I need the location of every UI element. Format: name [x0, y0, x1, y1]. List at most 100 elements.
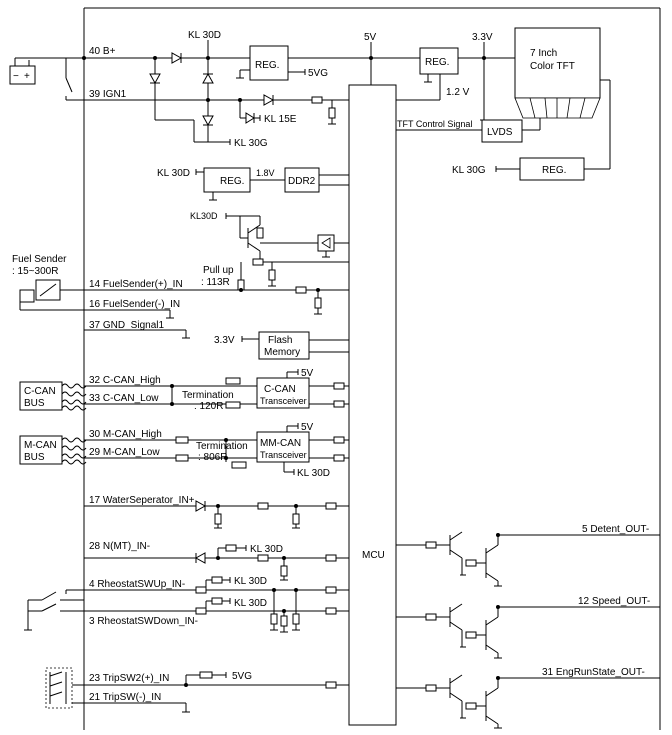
tft-label-2: Color TFT — [530, 61, 575, 72]
1v2-label: 1.2 V — [446, 87, 470, 98]
kl30d-3-label: KL30D — [190, 211, 218, 221]
mcu-label: MCU — [362, 550, 385, 561]
tft-control-label: TFT Control Signal — [397, 119, 472, 129]
trip-switch-icon — [45, 667, 73, 709]
nmt28-label: 28 N(MT)_IN- — [89, 541, 150, 552]
reg1-label: REG. — [255, 60, 279, 71]
ccan-transceiver-block — [256, 377, 310, 409]
kl15e-label: KL 15E — [264, 114, 297, 125]
power-section: − + 40 B+ KL 30D KL 30G — [9, 27, 611, 181]
ddr2-row: KL 30D REG. 1.8V DDR2 — [157, 167, 349, 201]
flash-label-2: Memory — [264, 347, 300, 358]
mcan-bus-label-2: BUS — [24, 452, 45, 463]
5vg-label: 5VG — [308, 68, 328, 79]
lvds-block — [481, 119, 523, 143]
kl30d-r2-label: KL 30D — [234, 598, 267, 609]
gnd-row: 37 GND_Signal1 — [84, 320, 190, 339]
flash-label-1: Flash — [268, 335, 292, 346]
detent-label: 5 Detent_OUT- — [582, 524, 649, 535]
pullup-label-2: : 113R — [201, 277, 230, 288]
mcu-block — [348, 84, 397, 726]
rheo-up-label: 4 RheostatSWUp_IN- — [89, 579, 185, 590]
tft-label-1: 7 Inch — [530, 48, 557, 59]
ccan-bus-block — [19, 381, 63, 411]
flash-memory-block — [258, 331, 310, 360]
ddr2-label: DDR2 — [288, 176, 316, 187]
mcan-transceiver-block — [256, 431, 310, 463]
mcan-section: M-CAN BUS 30 M-CAN_High 29 M-CAN_Low Ter… — [19, 422, 349, 479]
diode-icon — [245, 112, 255, 124]
fs16-label: 16 FuelSender(-)_IN — [89, 299, 180, 310]
diode-icon — [149, 73, 161, 85]
5v-c-label: 5V — [301, 368, 314, 379]
mcan-low-label: 29 M-CAN_Low — [89, 447, 160, 458]
water-row: 17 WaterSeperator_IN+ — [84, 495, 349, 529]
kl30d-2-label: KL 30D — [157, 168, 190, 179]
diode-icon — [202, 115, 214, 127]
pullup-label-1: Pull up — [203, 265, 234, 276]
ign39-label: 39 IGN1 — [89, 89, 127, 100]
fs14-label: 14 FuelSender(+)_IN — [89, 279, 183, 290]
battery-icon — [9, 65, 36, 85]
ccan-bus-label-1: C-CAN — [24, 386, 56, 397]
engrun-label: 31 EngRunState_OUT- — [542, 667, 645, 678]
diode-icon — [194, 552, 206, 564]
ccan-tr-label-1: C-CAN — [264, 384, 296, 395]
5v-label: 5V — [364, 32, 377, 43]
term1-label-2: : 120R — [194, 401, 223, 412]
fuel-sender-label-2: : 15~300R — [12, 266, 58, 277]
ccan-high-label: 32 C-CAN_High — [89, 375, 161, 386]
svg-text:−: − — [13, 71, 19, 82]
kl30d-r1-label: KL 30D — [234, 576, 267, 587]
trip21-label: 21 TripSW(-)_IN — [89, 692, 161, 703]
reg4-block — [203, 167, 251, 193]
speed-label: 12 Speed_OUT- — [578, 596, 650, 607]
fuel-sender-label-1: Fuel Sender — [12, 254, 67, 265]
mcan-bus-label-1: M-CAN — [24, 440, 57, 451]
nmt-row: 28 N(MT)_IN- KL 30D — [84, 541, 349, 581]
lvds-label: LVDS — [487, 127, 513, 138]
flash-section: 3.3V Flash Memory — [214, 331, 349, 360]
fuel-sender-section: KL30D Pull up : 113R Fuel Sender : 15~30… — [12, 211, 349, 319]
1v8-label: 1.8V — [256, 168, 275, 178]
reg2-block — [419, 47, 459, 75]
ccan-low-label: 33 C-CAN_Low — [89, 393, 159, 404]
diode-icon — [171, 52, 183, 64]
rheostat-section: 4 RheostatSWUp_IN- KL 30D 3 RheostatSWDo… — [24, 576, 349, 633]
tft-display — [514, 27, 601, 99]
trip23-label: 23 TripSW2(+)_IN — [89, 673, 169, 684]
svg-text:+: + — [24, 71, 30, 82]
mcan-bus-block — [19, 435, 63, 465]
kl30g-right-label: KL 30G — [452, 165, 486, 176]
trip-section: 23 TripSW2(+)_IN 5VG 21 TripSW(-)_IN — [45, 667, 349, 713]
buffer-icon — [317, 234, 335, 252]
3v3-flash-label: 3.3V — [214, 335, 235, 346]
gnd37-label: 37 GND_Signal1 — [89, 320, 164, 331]
kl30d-n-label: KL 30D — [250, 544, 283, 555]
term2-label-1: Termination — [196, 441, 248, 452]
diode-icon — [263, 94, 275, 106]
5vg-b-label: 5VG — [232, 671, 252, 682]
mcan-tr-label-1: MM-CAN — [260, 438, 301, 449]
outputs-section: 5 Detent_OUT- 12 Speed_OUT- — [396, 524, 660, 729]
mcan-high-label: 30 M-CAN_High — [89, 429, 162, 440]
b40-label: 40 B+ — [89, 46, 116, 57]
ccan-tr-label-2: Transceiver — [260, 396, 307, 406]
reg2-label: REG. — [425, 57, 449, 68]
kl30d-top-label: KL 30D — [188, 30, 221, 41]
reg3-label: REG. — [542, 165, 566, 176]
term2-label-2: : 806R — [198, 452, 227, 463]
diode-icon — [202, 72, 214, 84]
term1-label-1: Termination — [182, 390, 234, 401]
kl30d-m-label: KL 30D — [297, 468, 330, 479]
ign1-row: 39 IGN1 KL 15E — [84, 89, 349, 125]
reg1-block — [249, 45, 289, 81]
mcan-tr-label-2: Transceiver — [260, 450, 307, 460]
reg4-label: REG. — [220, 176, 244, 187]
ccan-bus-label-2: BUS — [24, 398, 45, 409]
frame — [83, 7, 661, 730]
ccan-section: C-CAN BUS 32 C-CAN_High 33 C-CAN_Low Ter… — [19, 368, 349, 412]
water17-label: 17 WaterSeperator_IN+ — [89, 495, 195, 506]
5v-m-label: 5V — [301, 422, 314, 433]
